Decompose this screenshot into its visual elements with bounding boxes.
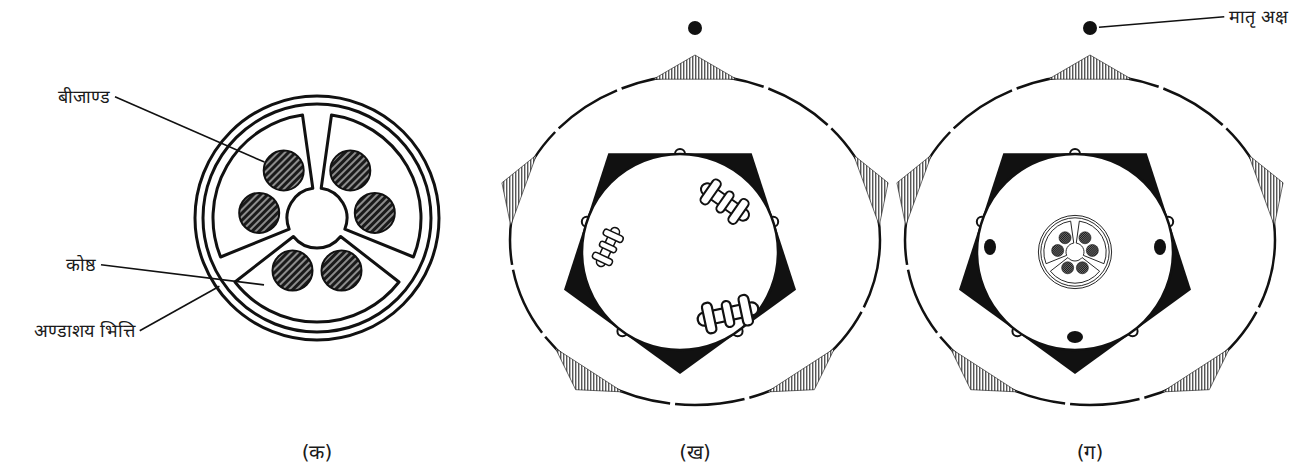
part-label: अण्डाशय भित्ति: [34, 320, 135, 342]
mini-ovary: [1038, 215, 1111, 288]
stamen-dot: [1067, 331, 1083, 343]
chromosome-cluster: [694, 174, 756, 229]
figure-letter: (ग): [1077, 440, 1104, 464]
leader-line: [1099, 17, 1224, 27]
part-label: बीजाण्ड: [58, 86, 110, 108]
ovary-cross-section: [195, 96, 439, 340]
floral-diagram-c: [897, 21, 1283, 405]
part-label: मातृ अक्ष: [1229, 6, 1288, 28]
figure-letter: (क): [302, 440, 333, 464]
stamen-dot: [984, 239, 996, 255]
stamen-dot: [1154, 239, 1166, 255]
floral-diagram-b: [502, 21, 888, 405]
floral-diagram: [502, 21, 888, 405]
chromosome-cluster: [590, 224, 627, 271]
leader-line: [115, 97, 264, 162]
leader-line: [101, 265, 264, 285]
floral-diagram: [897, 21, 1283, 405]
part-label: कोष्ठ: [66, 254, 96, 276]
leader-line: [140, 286, 220, 331]
chromosome-cluster: [695, 293, 762, 336]
figure-letter: (ख): [679, 440, 711, 464]
